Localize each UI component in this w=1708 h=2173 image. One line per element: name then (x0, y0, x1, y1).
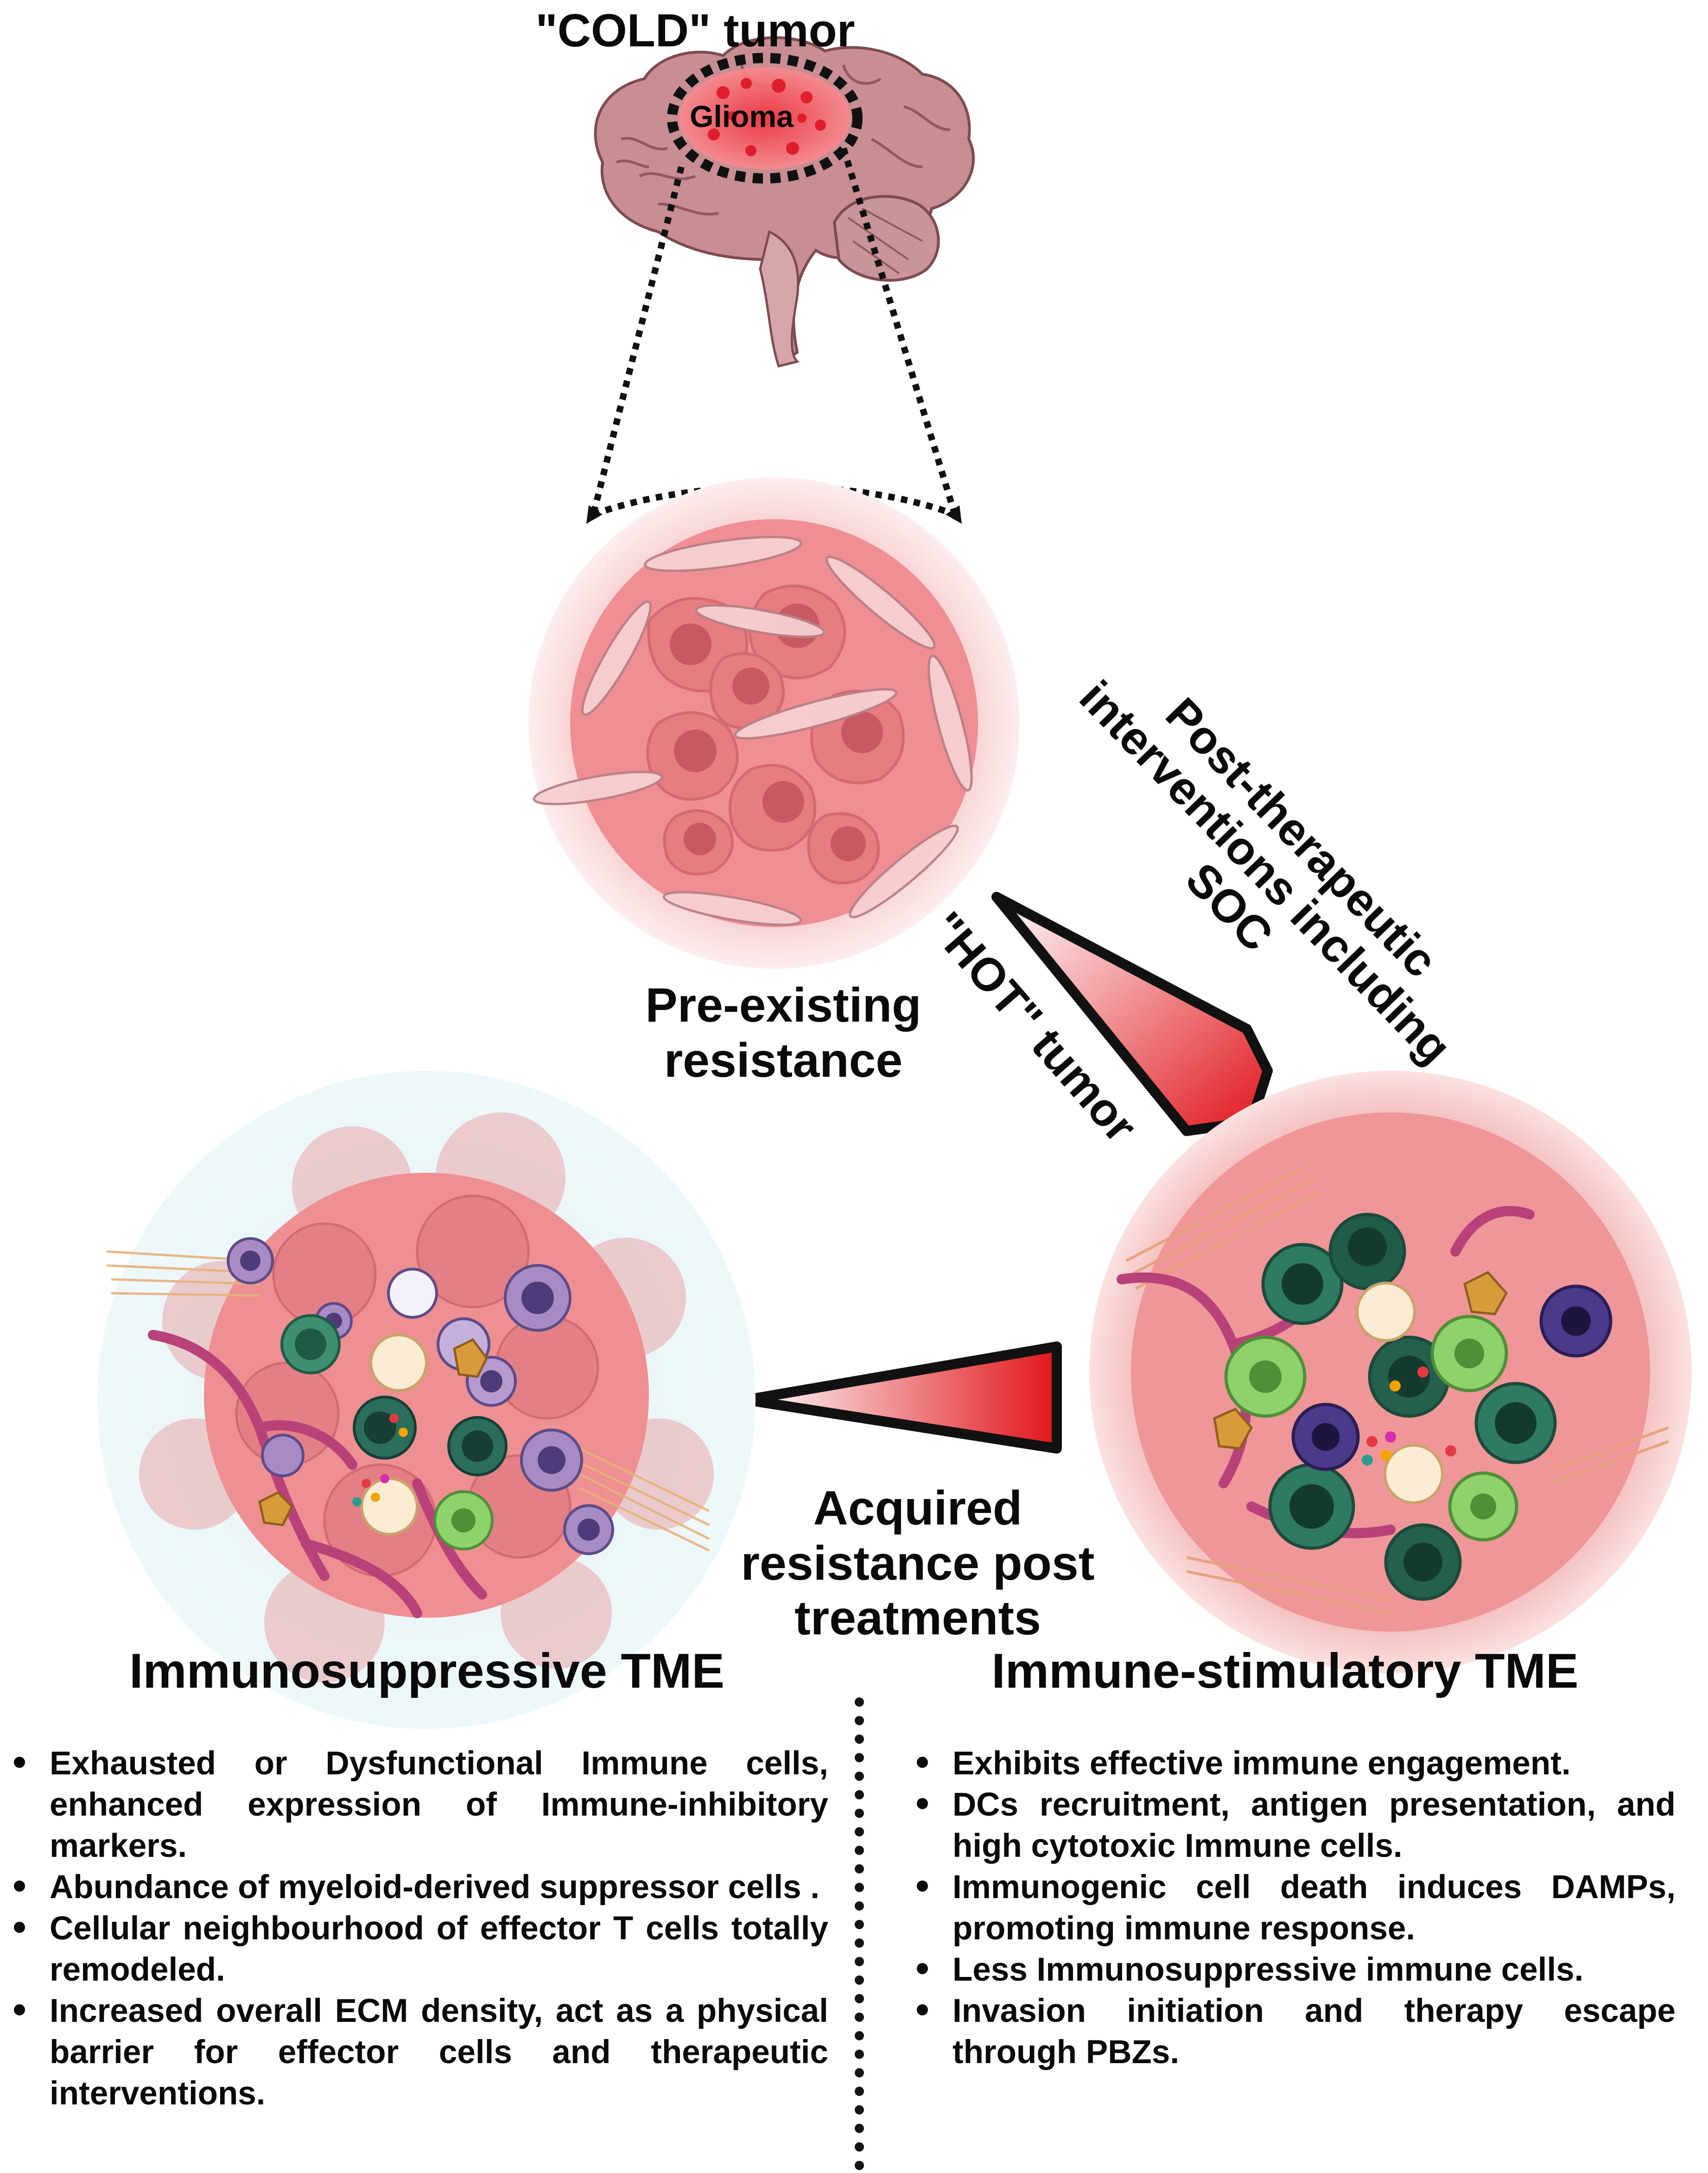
immunosuppressive-tme-circle (97, 1071, 756, 1729)
list-item: Cellular neighbourhood of effector T cel… (6, 1908, 828, 1990)
list-item: Less Immunosuppressive immune cells. (908, 1949, 1676, 1990)
gradient-wedge-horizontal (741, 1341, 1062, 1454)
list-item: Exhibits effective immune engagement. (908, 1743, 1676, 1784)
brain-illustration (594, 36, 975, 368)
dotted-divider (855, 1697, 864, 2170)
immune-stimulatory-title: Immune-stimulatory TME (991, 1644, 1579, 1698)
acquired-resistance-label: Acquired resistance post treatments (741, 1481, 1095, 1646)
immune-stimulatory-list: Exhibits effective immune engagement. DC… (908, 1743, 1676, 2073)
list-item: Exhausted or Dysfunctional Immune cells,… (6, 1743, 828, 1867)
pre-existing-resistance-label: Pre-existing resistance (645, 978, 921, 1087)
zoom-arrow-left (586, 505, 603, 524)
immunosuppressive-title: Immunosuppressive TME (129, 1644, 725, 1698)
glioma-dashed-outline (667, 53, 863, 184)
list-item: Invasion initiation and therapy escape t… (908, 1990, 1676, 2073)
list-item: Immunogenic cell death induces DAMPs, pr… (908, 1867, 1676, 1949)
list-item: DCs recruitment, antigen presentation, a… (908, 1784, 1676, 1867)
immune-stimulatory-tme-circle (1089, 1071, 1692, 1673)
gradient-wedge-diagonal (991, 892, 1273, 1136)
immunosuppressive-list: Exhausted or Dysfunctional Immune cells,… (6, 1743, 828, 2114)
glioma-label: Glioma (690, 99, 794, 133)
cold-tumor-circle (528, 477, 1020, 969)
cold-tumor-label: "COLD" tumor (535, 5, 855, 57)
list-item: Abundance of myeloid-derived suppressor … (6, 1867, 828, 1908)
zoom-arrow-right (946, 505, 962, 524)
list-item: Increased overall ECM density, act as a … (6, 1990, 828, 2114)
